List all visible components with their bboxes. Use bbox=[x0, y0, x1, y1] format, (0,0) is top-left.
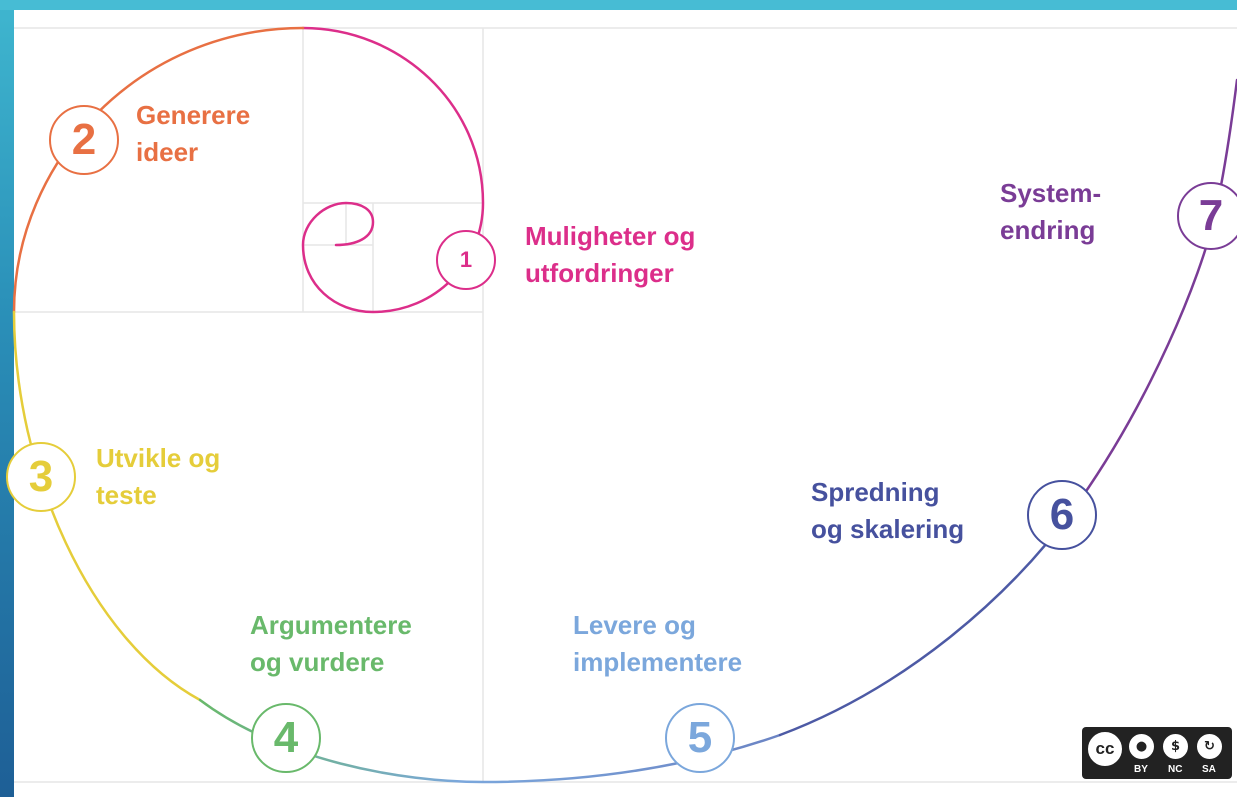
nc-icon: $ bbox=[1160, 731, 1191, 762]
step-2-label: Generere ideer bbox=[136, 100, 251, 167]
spiral-segment-3 bbox=[12, 310, 202, 702]
step-7-label: System- endring bbox=[1000, 178, 1102, 245]
step-4-label: Argumentere og vurdere bbox=[250, 610, 412, 677]
step-3-label: Utvikle og teste bbox=[96, 443, 221, 510]
diagram-canvas bbox=[14, 10, 1237, 797]
step-7-number: 7 bbox=[1198, 191, 1224, 240]
step-4-circle: 4 bbox=[251, 703, 321, 773]
license-sa-term: SA bbox=[1202, 764, 1216, 775]
step-6-label: Spredning og skalering bbox=[811, 477, 965, 544]
step-4-number: 4 bbox=[273, 713, 299, 762]
step-1-circle: 1 bbox=[436, 230, 496, 290]
step-1-number: 1 bbox=[459, 247, 473, 272]
step-6-number: 6 bbox=[1049, 490, 1075, 539]
license-by-term: BY bbox=[1134, 764, 1148, 775]
step-5-number: 5 bbox=[687, 713, 713, 762]
license-nc-term: NC bbox=[1168, 764, 1183, 775]
cc-license-badge: cc ● $ ↻ BY NC SA bbox=[1082, 727, 1232, 779]
by-icon: ● bbox=[1126, 731, 1157, 762]
step-5-label: Levere og implementere bbox=[573, 610, 743, 677]
cc-icon: cc bbox=[1085, 729, 1125, 769]
sa-icon: ↻ bbox=[1194, 731, 1225, 762]
step-2-number: 2 bbox=[71, 115, 97, 164]
step-3-number: 3 bbox=[28, 452, 54, 501]
spiral-segment-1 bbox=[301, 26, 485, 314]
step-3-circle: 3 bbox=[6, 442, 76, 512]
step-5-circle: 5 bbox=[665, 703, 735, 773]
step-1-label: Muligheter og utfordringer bbox=[525, 221, 696, 288]
grid-lines bbox=[14, 27, 1237, 783]
top-accent-bar bbox=[0, 0, 1237, 10]
step-2-circle: 2 bbox=[49, 105, 119, 175]
step-6-circle: 6 bbox=[1027, 480, 1097, 550]
step-7-circle: 7 bbox=[1177, 182, 1237, 250]
spiral-segment-6 bbox=[1078, 78, 1237, 502]
